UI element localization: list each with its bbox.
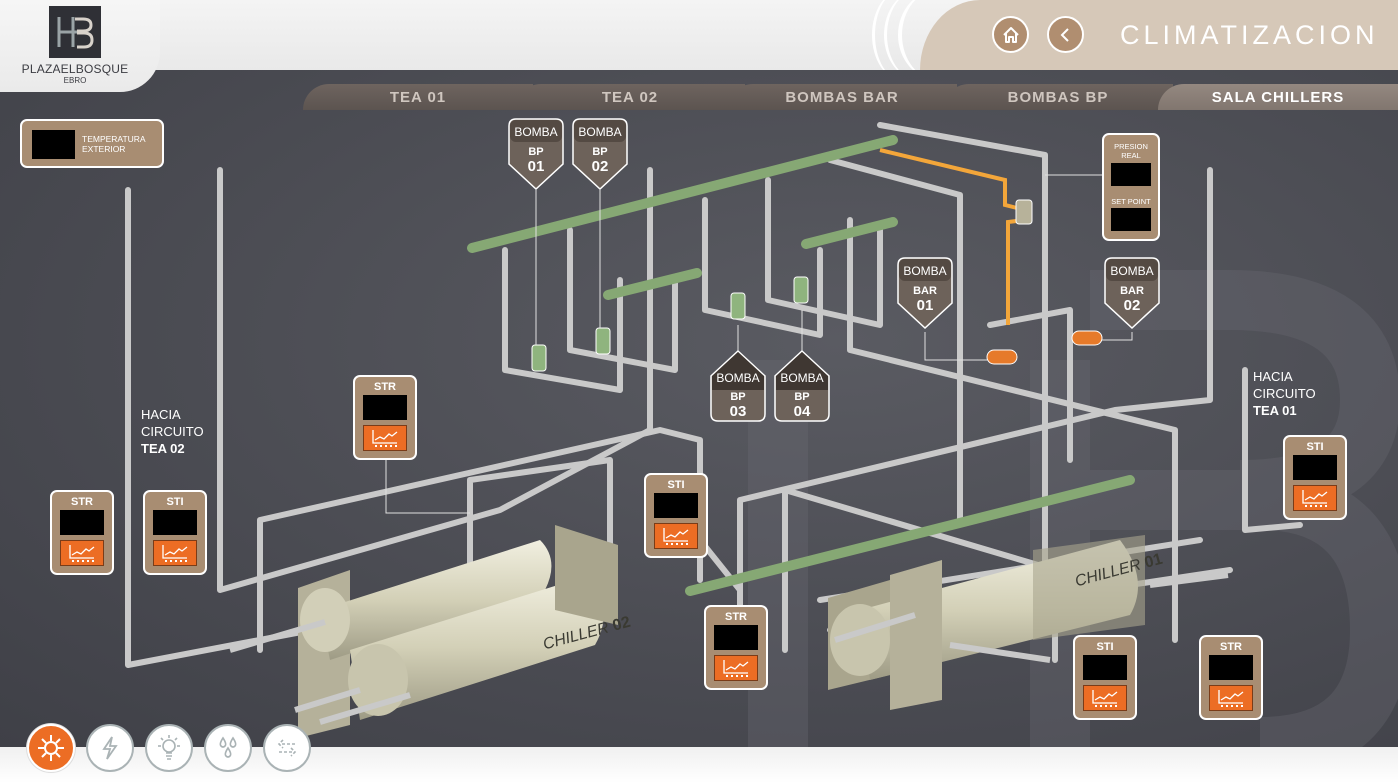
sensor-sti-chiller02[interactable]: STI bbox=[644, 473, 708, 558]
chevron-left-icon bbox=[1060, 27, 1069, 42]
tab-sala-chillers[interactable]: SALA CHILLERS bbox=[1158, 84, 1398, 110]
dock-electricidad-button[interactable] bbox=[86, 724, 134, 772]
snowflake-sun-icon bbox=[38, 735, 64, 761]
sensor-str-chiller01[interactable]: STR bbox=[704, 605, 768, 690]
sensor-display bbox=[363, 395, 407, 420]
trend-chart-icon bbox=[69, 545, 95, 562]
back-button[interactable] bbox=[1047, 16, 1084, 53]
logo-subname: EBRO bbox=[63, 76, 87, 85]
dock-climatizacion-button[interactable] bbox=[27, 724, 75, 772]
trend-chart-button[interactable] bbox=[1209, 685, 1253, 711]
sensor-display bbox=[60, 510, 104, 535]
sensor-display bbox=[714, 625, 758, 650]
temperatura-exterior-label: TEMPERATURA EXTERIOR bbox=[82, 134, 146, 154]
trend-chart-icon bbox=[663, 528, 689, 545]
section-tabs: TEA 01 TEA 02 BOMBAS BAR BOMBAS BP SALA … bbox=[303, 84, 1398, 110]
tab-bombas-bar[interactable]: BOMBAS BAR bbox=[727, 84, 957, 110]
sensor-display bbox=[153, 510, 197, 535]
home-icon bbox=[1002, 26, 1019, 43]
pump-bar-01[interactable]: BOMBA BAR 01 bbox=[897, 257, 953, 329]
trend-chart-button[interactable] bbox=[60, 540, 104, 566]
circuit-label-tea02: HACIA CIRCUITO TEA 02 bbox=[141, 407, 204, 456]
set-point-display[interactable] bbox=[1111, 208, 1151, 231]
sensor-str-tea01[interactable]: STR bbox=[1199, 635, 1263, 720]
temperatura-exterior-card: TEMPERATURA EXTERIOR bbox=[20, 119, 164, 168]
dock-iluminacion-button[interactable] bbox=[145, 724, 193, 772]
trend-chart-icon bbox=[1218, 690, 1244, 707]
trend-chart-button[interactable] bbox=[654, 523, 698, 549]
sensor-sti-tea02[interactable]: STI bbox=[143, 490, 207, 575]
lightning-icon bbox=[102, 736, 118, 760]
sensor-sti-tea01[interactable]: STI bbox=[1283, 435, 1347, 520]
trend-chart-icon bbox=[1092, 690, 1118, 707]
tab-tea-02[interactable]: TEA 02 bbox=[515, 84, 745, 110]
dock-agua-button[interactable] bbox=[204, 724, 252, 772]
chiller-01-graphic bbox=[828, 535, 1229, 710]
pump-bp-03[interactable]: BOMBA BP 03 bbox=[710, 350, 766, 422]
trend-chart-icon bbox=[723, 660, 749, 677]
system-dock bbox=[27, 724, 311, 772]
pump-bp-04[interactable]: BOMBA BP 04 bbox=[774, 350, 830, 422]
trend-chart-icon bbox=[1302, 490, 1328, 507]
trend-chart-button[interactable] bbox=[363, 425, 407, 451]
temperatura-exterior-display bbox=[32, 130, 75, 159]
page-title: CLIMATIZACION bbox=[1120, 20, 1379, 50]
arrows-exchange-icon bbox=[277, 739, 297, 757]
logo-name: PLAZAELBOSQUE bbox=[21, 62, 129, 76]
trend-chart-button[interactable] bbox=[1083, 685, 1127, 711]
water-drops-icon bbox=[219, 736, 237, 758]
circuit-label-tea01: HACIA CIRCUITO TEA 01 bbox=[1253, 369, 1316, 418]
leader-lines bbox=[385, 174, 1133, 514]
trend-chart-icon bbox=[372, 430, 398, 447]
trend-chart-button[interactable] bbox=[153, 540, 197, 566]
trend-chart-button[interactable] bbox=[714, 655, 758, 681]
lightbulb-icon bbox=[158, 735, 180, 760]
pump-bar-02[interactable]: BOMBA BAR 02 bbox=[1104, 257, 1160, 329]
green-pipes bbox=[467, 135, 1135, 596]
sensor-display bbox=[654, 493, 698, 518]
presion-real-label: PRESION REAL bbox=[1114, 142, 1148, 160]
chiller-02-graphic bbox=[229, 525, 618, 738]
valves bbox=[531, 199, 1103, 372]
sensor-display bbox=[1293, 455, 1337, 480]
logo-mark bbox=[49, 6, 101, 58]
sensor-sti-chiller01[interactable]: STI bbox=[1073, 635, 1137, 720]
presion-real-display bbox=[1111, 163, 1151, 186]
trend-chart-button[interactable] bbox=[1293, 485, 1337, 511]
scada-canvas bbox=[0, 70, 1398, 747]
set-point-label: SET POINT bbox=[1111, 197, 1151, 206]
tab-bombas-bp[interactable]: BOMBAS BP bbox=[943, 84, 1173, 110]
pump-bp-02[interactable]: BOMBA BP 02 bbox=[572, 118, 628, 190]
trend-chart-icon bbox=[162, 545, 188, 562]
pipe-diagram bbox=[125, 122, 1303, 738]
decorative-arc bbox=[872, 0, 932, 80]
decorative-arc bbox=[898, 0, 978, 80]
sensor-display bbox=[1209, 655, 1253, 680]
tab-tea-01[interactable]: TEA 01 bbox=[303, 84, 533, 110]
home-button[interactable] bbox=[992, 16, 1029, 53]
sensor-display bbox=[1083, 655, 1127, 680]
logo: PLAZAELBOSQUE EBRO bbox=[0, 0, 160, 92]
decorative-arc bbox=[884, 0, 954, 80]
pump-bp-01[interactable]: BOMBA BP 01 bbox=[508, 118, 564, 190]
dock-intercambio-button[interactable] bbox=[263, 724, 311, 772]
sensor-str-tea02[interactable]: STR bbox=[50, 490, 114, 575]
presion-card: PRESION REAL SET POINT bbox=[1102, 133, 1160, 241]
sensor-str-chiller02[interactable]: STR bbox=[353, 375, 417, 460]
